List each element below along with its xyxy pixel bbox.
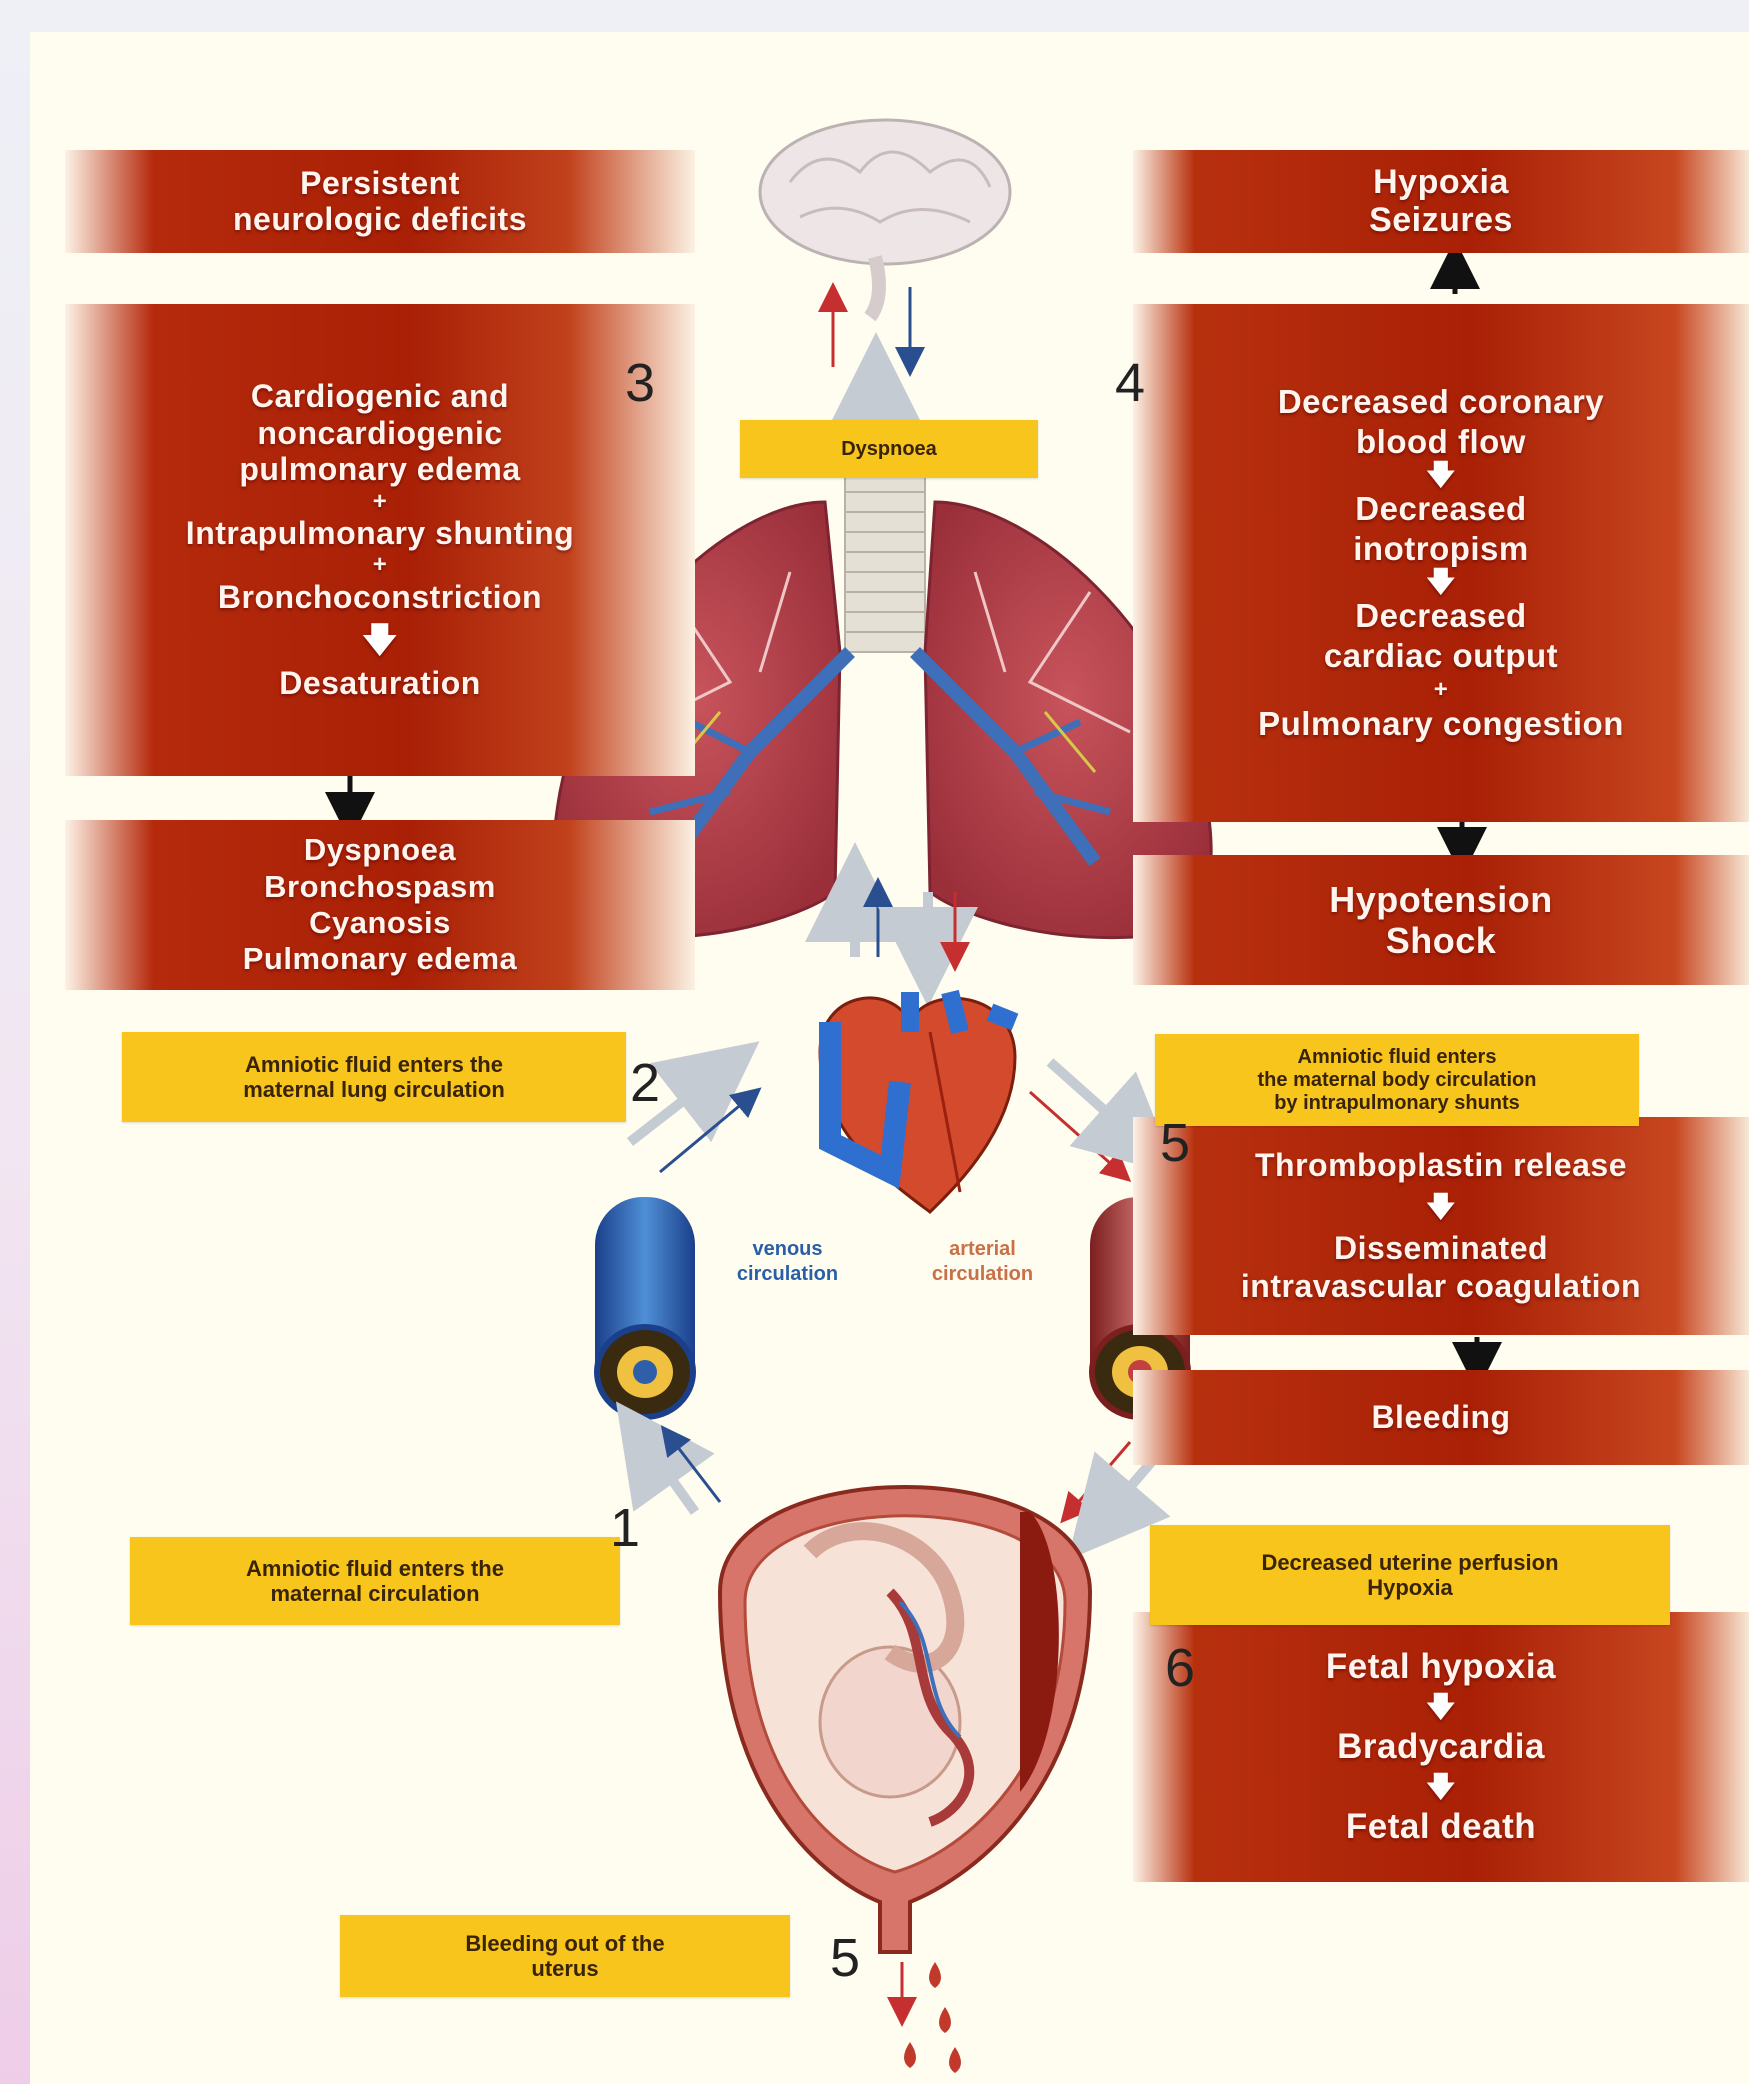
cardiac-effects-box: Decreased coronary blood flow 🡇 Decrease…	[1133, 304, 1749, 822]
venous-line2: circulation	[720, 1262, 855, 1287]
down-arrow-icon: 🡇	[1426, 1773, 1455, 1801]
blood-drops-icon	[902, 1962, 961, 2073]
pulmonary-line3: pulmonary edema	[239, 451, 520, 487]
fetal-line1: Fetal hypoxia	[1326, 1647, 1556, 1687]
hypoxia-line2: Seizures	[1369, 202, 1513, 239]
pulmonary-line4: Intrapulmonary shunting	[186, 515, 574, 551]
bleeding-box: Bleeding	[1133, 1370, 1749, 1465]
pulmonary-edema-box: Cardiogenic and noncardiogenic pulmonary…	[65, 304, 695, 776]
symptom-dyspnoea: Dyspnoea	[304, 832, 456, 868]
down-arrow-icon: 🡇	[1426, 568, 1455, 596]
bleeding-uterus-line2: uterus	[531, 1956, 598, 1981]
shock-line1: Hypotension	[1329, 879, 1553, 920]
arterial-line1: arterial	[915, 1237, 1050, 1262]
body-circ-line3: by intrapulmonary shunts	[1274, 1092, 1520, 1115]
arterial-line2: circulation	[915, 1262, 1050, 1287]
cardiac-line1: Decreased coronary	[1278, 382, 1604, 422]
symptom-bronchospasm: Bronchospasm	[264, 869, 496, 905]
diagram-canvas: Persistent neurologic deficits Cardiogen…	[30, 32, 1749, 2084]
body-circulation-label: Amniotic fluid enters the maternal body …	[1155, 1034, 1639, 1126]
plus-sign: +	[373, 551, 388, 578]
neuro-line1: Persistent	[300, 166, 460, 201]
pulmonary-line2: noncardiogenic	[257, 415, 502, 451]
dyspnoea-label-text: Dyspnoea	[841, 438, 937, 461]
symptom-cyanosis: Cyanosis	[309, 905, 451, 941]
vein-icon	[595, 1197, 695, 1417]
down-arrow-icon: 🡇	[362, 623, 397, 657]
bleeding-uterus-label: Bleeding out of the uterus	[340, 1915, 790, 1997]
cardiac-line3: Decreased	[1355, 489, 1526, 529]
maternal-circulation-label: Amniotic fluid enters the maternal circu…	[130, 1537, 620, 1625]
pulmonary-line5: Bronchoconstriction	[218, 579, 542, 615]
maternal-circ-line2: maternal circulation	[270, 1581, 479, 1606]
coag-line2: Disseminated	[1334, 1229, 1548, 1267]
step-number-3: 3	[625, 352, 655, 414]
cardiac-line4: inotropism	[1353, 529, 1529, 569]
plus-sign: +	[1434, 676, 1449, 705]
coag-line3: intravascular coagulation	[1241, 1267, 1641, 1305]
arterial-circulation-label: arterial circulation	[915, 1237, 1050, 1287]
hypoxia-seizures-box: Hypoxia Seizures	[1133, 150, 1749, 253]
venous-circulation-label: venous circulation	[720, 1237, 855, 1287]
lung-circ-line2: maternal lung circulation	[243, 1077, 505, 1102]
step-number-6: 6	[1165, 1637, 1195, 1699]
down-arrow-icon: 🡇	[1426, 1193, 1455, 1221]
hypoxia-line1: Hypoxia	[1373, 164, 1509, 201]
hypotension-shock-box: Hypotension Shock	[1133, 855, 1749, 985]
uterine-line2: Hypoxia	[1367, 1575, 1453, 1600]
down-arrow-icon: 🡇	[1426, 1693, 1455, 1721]
dyspnoea-label: Dyspnoea	[740, 420, 1038, 478]
coag-line1: Thromboplastin release	[1255, 1146, 1627, 1184]
step-number-1: 1	[610, 1497, 640, 1559]
lung-circ-line1: Amniotic fluid enters the	[245, 1052, 503, 1077]
step-number-2: 2	[630, 1052, 660, 1114]
venous-line1: venous	[720, 1237, 855, 1262]
down-arrow-icon: 🡇	[1426, 461, 1455, 489]
shock-line2: Shock	[1386, 920, 1497, 961]
brain-icon	[760, 120, 1010, 317]
body-circ-line2: the maternal body circulation	[1258, 1069, 1537, 1092]
respiratory-symptoms-box: Dyspnoea Bronchospasm Cyanosis Pulmonary…	[65, 820, 695, 990]
lung-circulation-label: Amniotic fluid enters the maternal lung …	[122, 1032, 626, 1122]
symptom-pulmonary-edema: Pulmonary edema	[243, 941, 518, 977]
step-number-4: 4	[1115, 352, 1145, 414]
uterus-icon	[720, 1487, 1090, 1952]
step-number-5: 5	[1160, 1112, 1190, 1174]
trachea-icon	[845, 472, 925, 652]
maternal-circ-line1: Amniotic fluid enters the	[246, 1556, 504, 1581]
coagulation-box: Thromboplastin release 🡇 Disseminated in…	[1133, 1117, 1749, 1335]
cardiac-line6: cardiac output	[1324, 636, 1558, 676]
fetal-line3: Fetal death	[1346, 1807, 1536, 1847]
cardiac-line5: Decreased	[1355, 596, 1526, 636]
pulmonary-line1: Cardiogenic and	[251, 378, 509, 414]
neurologic-deficits-box: Persistent neurologic deficits	[65, 150, 695, 253]
plus-sign: +	[373, 488, 388, 515]
fetal-line2: Bradycardia	[1337, 1727, 1545, 1767]
body-circ-line1: Amniotic fluid enters	[1298, 1046, 1497, 1069]
bleeding-uterus-line1: Bleeding out of the	[465, 1931, 664, 1956]
uterine-perfusion-label: Decreased uterine perfusion Hypoxia	[1150, 1525, 1670, 1625]
pulmonary-line6: Desaturation	[279, 665, 481, 701]
cardiac-line7: Pulmonary congestion	[1258, 704, 1624, 744]
cardiac-line2: blood flow	[1356, 422, 1526, 462]
fetal-outcome-box: Fetal hypoxia 🡇 Bradycardia 🡇 Fetal deat…	[1133, 1612, 1749, 1882]
uterine-line1: Decreased uterine perfusion	[1261, 1550, 1558, 1575]
step-number-5: 5	[830, 1927, 860, 1989]
bleeding-line1: Bleeding	[1371, 1399, 1510, 1436]
heart-icon	[820, 992, 1015, 1212]
neuro-line2: neurologic deficits	[233, 202, 527, 237]
